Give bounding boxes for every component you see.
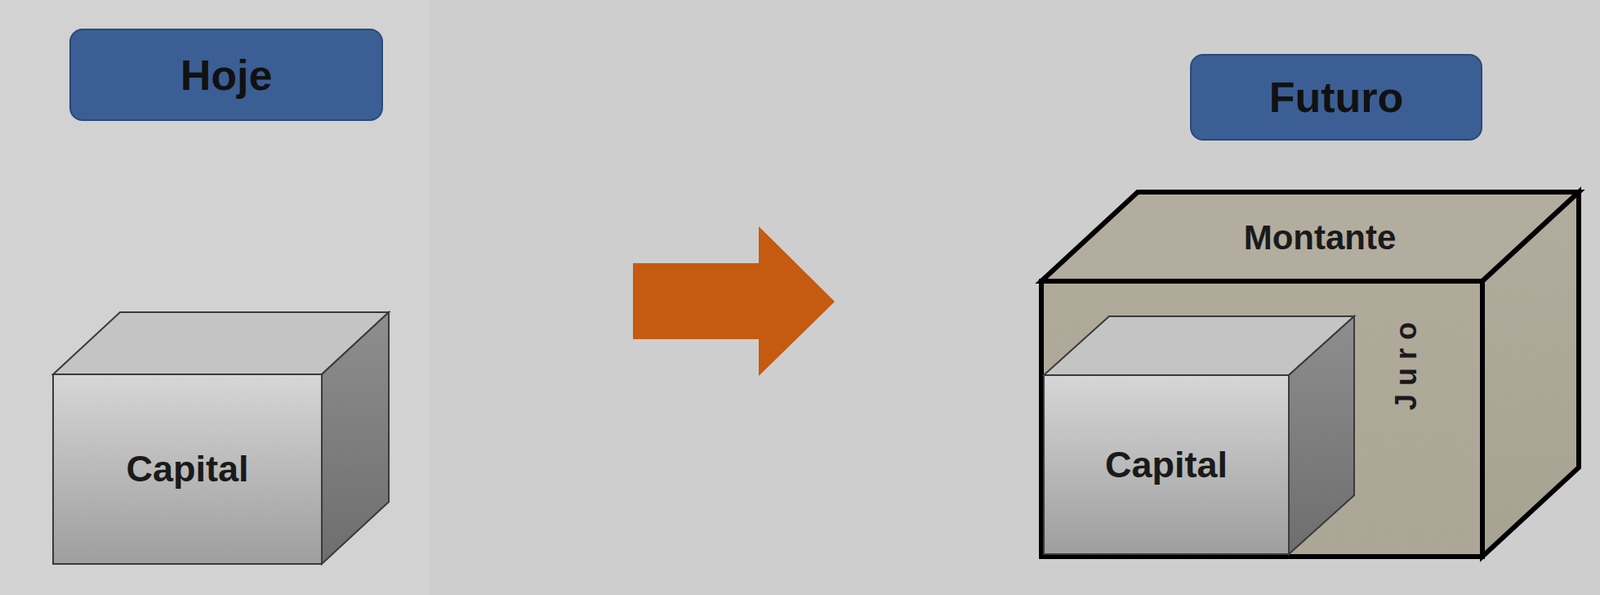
cube-label: Capital [1043,374,1289,554]
cube-label: Capital [53,374,322,564]
title-text: Futuro [1269,72,1404,122]
front-face [53,374,322,564]
title-box: Futuro [1189,53,1483,141]
montante-label: Montante [1197,213,1443,263]
side-face [1482,191,1579,557]
box-outline [1043,316,1355,554]
box-outline [53,311,389,564]
capital-cube: Capital [1043,316,1355,554]
flow-arrow [632,226,835,376]
capital-cube: Capital [53,311,389,564]
juro-label: Juro [1381,239,1431,485]
front-face [1043,374,1289,554]
title-box: Hoje [69,28,384,121]
side-face [321,311,389,564]
montante-box: MontanteJuroCapital [1041,191,1579,557]
title-text: Hoje [180,50,273,100]
side-face [1288,316,1355,554]
